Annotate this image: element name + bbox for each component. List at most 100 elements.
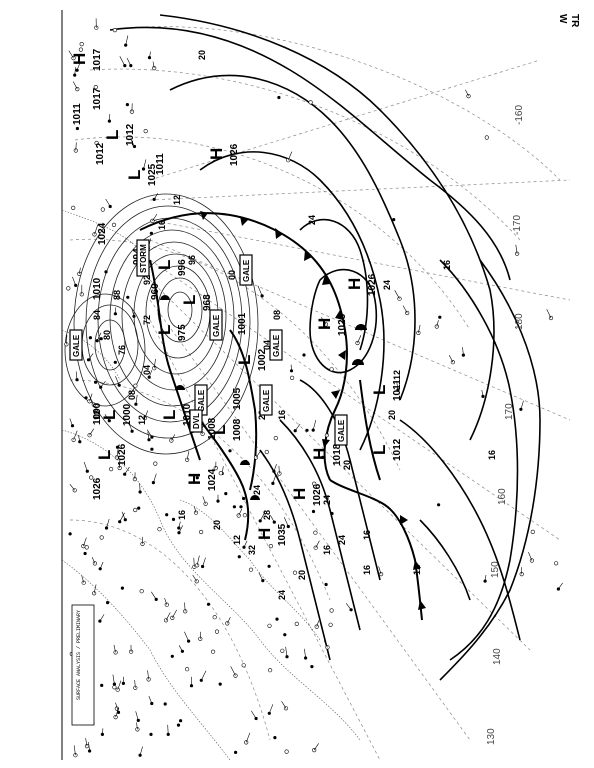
wind-barb: [202, 496, 206, 504]
center-value: 1025: [147, 163, 158, 186]
pressure-number: 1005: [232, 387, 243, 410]
station-dot: [199, 529, 204, 535]
wind-barb: [139, 483, 141, 493]
wind-barb: [102, 728, 104, 735]
center-symbol: L: [125, 170, 144, 180]
station-dot: [143, 129, 148, 134]
pressure-number: 1011: [155, 153, 166, 175]
station-dot: [94, 380, 98, 384]
isobar-label: 16: [362, 530, 372, 540]
wind-barb: [465, 89, 469, 97]
central-low-isobars: [64, 193, 259, 455]
center-symbol: L: [210, 425, 229, 435]
station-dot: [285, 655, 289, 659]
station-dot: [177, 526, 181, 530]
station-dot: [438, 315, 442, 319]
station-dot: [268, 668, 273, 673]
station-dot: [244, 459, 248, 464]
meridian-label-lon-150e: 150: [490, 561, 501, 578]
wind-barb: [113, 644, 116, 653]
wind-barb: [178, 525, 184, 533]
wind-barb: [193, 557, 195, 567]
wind-barb: [66, 334, 68, 345]
wind-barb: [201, 670, 207, 681]
wind-barb: [99, 614, 105, 622]
wind-barb: [178, 645, 183, 652]
wind-barb: [79, 267, 81, 274]
station-dot: [305, 428, 309, 432]
isobar-label: 16: [362, 565, 372, 575]
wind-barb: [357, 335, 362, 344]
wind-barb: [72, 276, 76, 286]
center-symbol: H: [255, 528, 274, 540]
station-dot: [94, 140, 99, 146]
wind-barb: [255, 450, 261, 458]
station-dot: [108, 467, 114, 472]
station-dot: [212, 615, 217, 620]
isobar-label: 32: [247, 545, 257, 555]
station-dot: [98, 567, 102, 571]
station-dot: [99, 535, 104, 540]
center-value: 1012: [392, 438, 403, 461]
station-dot: [239, 505, 243, 509]
station-dot: [149, 732, 153, 737]
station-dot: [171, 517, 176, 522]
pressure-number: 1010: [92, 277, 103, 300]
wind-barb: [73, 430, 78, 440]
isobar-label: 88: [112, 290, 122, 300]
pressure-number: 1012: [95, 142, 106, 165]
wind-barb: [117, 680, 122, 690]
station-dot: [165, 513, 169, 517]
wind-barb: [287, 151, 293, 161]
warning-text: GALE: [72, 334, 81, 357]
station-dot: [530, 529, 535, 535]
center-symbol: L: [180, 295, 199, 305]
station-dot: [147, 375, 151, 379]
station-plots: [64, 18, 563, 758]
wind-barb: [131, 307, 135, 317]
isobar-label: 12: [137, 415, 147, 425]
center-value: 1026: [229, 143, 240, 166]
wind-barb: [148, 695, 153, 704]
meridian-label-lon-130e: 130: [486, 728, 497, 745]
wind-barb: [91, 556, 96, 564]
wind-barb: [94, 224, 99, 235]
station-dot: [321, 455, 325, 459]
wind-barb: [436, 320, 439, 327]
wind-barb: [462, 347, 464, 356]
station-dot: [157, 527, 162, 532]
station-dot: [71, 205, 76, 210]
station-dot: [218, 682, 222, 686]
wind-barb: [116, 448, 119, 458]
wind-barb: [164, 598, 168, 605]
isobar-label: 20: [212, 520, 222, 530]
station-dot: [308, 100, 313, 105]
meridian-label-lon-160e: 160: [497, 488, 508, 505]
pressure-number: 1000: [92, 402, 103, 425]
warning-box-storm: STORM: [136, 239, 150, 277]
isobar-label: 72: [142, 315, 152, 325]
station-dot: [89, 475, 94, 480]
station-dot: [267, 711, 271, 715]
station-dot: [104, 270, 108, 274]
wind-barb: [72, 81, 78, 90]
station-dot: [179, 719, 183, 723]
station-dot: [118, 520, 122, 524]
center-symbol: H: [315, 318, 334, 330]
wind-barb: [315, 540, 320, 548]
wind-barb: [119, 56, 126, 66]
wind-barb: [93, 584, 97, 594]
coastlines: [61, 209, 361, 761]
center-symbol: L: [103, 130, 122, 140]
wind-barb: [312, 420, 317, 431]
station-dot: [78, 47, 83, 52]
center-symbol: L: [160, 410, 179, 420]
isobar-labels: 2016242412162024161208040096928884807672…: [92, 50, 497, 600]
wind-barb: [546, 309, 552, 319]
station-dot: [113, 714, 118, 720]
station-dot: [228, 449, 232, 453]
